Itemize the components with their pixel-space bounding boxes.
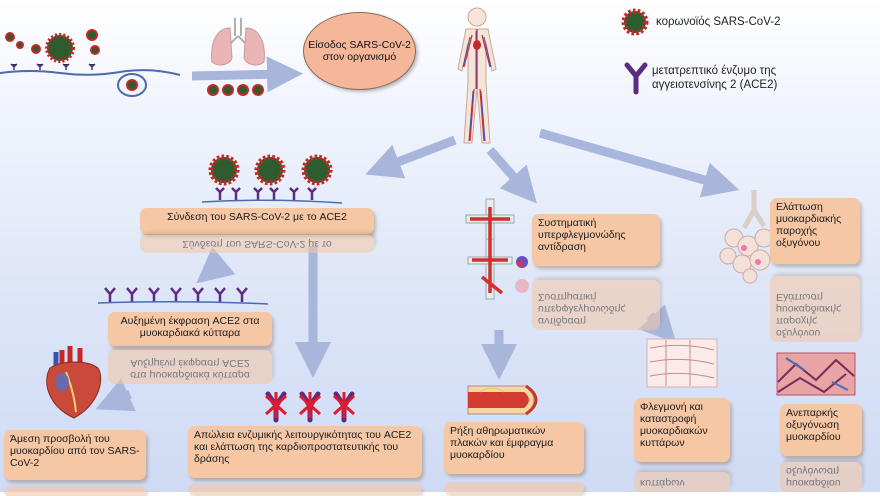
blood-vessel-icon xyxy=(465,198,515,300)
expression-reflection: στα μυοκαρδιακά κύτταρα Αυξημένη έκφραση… xyxy=(108,350,272,384)
oxygen-reflection: οξυγόνου παροχής μυοκαρδιακής Ελάττωση xyxy=(770,276,860,342)
ace2-membrane-row xyxy=(97,287,269,305)
legend-ace2-label: μετατρεπτικό ένζυμο της αγγειοτενσίνης 2… xyxy=(652,65,778,91)
loss-reflection-strip xyxy=(188,484,422,494)
arrow-to-systemic xyxy=(486,147,537,204)
hypoxia-reflection: μυοκαρδίου οξυγόνωση xyxy=(780,462,862,492)
inflammation-reflection-text: κυττάρων xyxy=(640,477,685,489)
lungs-icon xyxy=(211,18,265,66)
virus-legend-icon xyxy=(621,8,649,36)
arrow-to-binding xyxy=(365,135,457,179)
hypoxia-box: Ανεπαρκής οξυγόνωση μυοκαρδίου xyxy=(780,404,862,456)
loss-text: Απώλεια ενζυμικής λειτουργικότητας του A… xyxy=(194,429,412,465)
heart-icon xyxy=(46,346,102,419)
expression-box: Αυξημένη έκφραση ACE2 στα μυοκαρδιακά κύ… xyxy=(108,312,272,346)
legend-virus-label: κορωνοϊός SARS-CoV-2 xyxy=(656,16,781,28)
entry-ellipse: Είσοδος SARS-CoV-2 στον οργανισμό xyxy=(303,12,416,90)
hypoxia-text: Ανεπαρκής οξυγόνωση μυοκαρδίου xyxy=(786,407,841,443)
plaque-box: Ρήξη αθηρωματικών πλακών και έμφραγμα μυ… xyxy=(444,422,584,474)
binding-text: Σύνδεση του SARS-CoV-2 με το ACE2 xyxy=(167,211,347,223)
direct-reflection-strip xyxy=(4,486,146,496)
inflammation-box: Φλεγμονή και καταστροφή μυοκαρδιακών κυτ… xyxy=(634,398,730,462)
plaque-text: Ρήξη αθηρωματικών πλακών και έμφραγμα μυ… xyxy=(450,425,554,461)
alveoli-icon xyxy=(719,190,774,284)
systemic-box: Συστηματική υπερφλεγμονώδης αντίδραση xyxy=(532,214,660,266)
expression-text: Αυξημένη έκφραση ACE2 στα μυοκαρδιακά κύ… xyxy=(120,315,260,339)
hypoxia-reflection-text: μυοκαρδίου οξυγόνωση xyxy=(786,465,841,489)
myocardium-tissue-icon xyxy=(646,338,718,388)
virus-icon xyxy=(45,33,75,63)
inflammation-reflection: κυττάρων xyxy=(634,472,730,492)
ace2-receptor-icon xyxy=(624,62,648,95)
entry-label: Είσοδος SARS-CoV-2 στον οργανισμό xyxy=(308,38,411,64)
plaque-artery-icon xyxy=(467,384,538,416)
direct-text: Άμεση προσβολή του μυοκαρδίου από τον SA… xyxy=(10,433,140,469)
systemic-reflection-text: αντίδραση υπερφλεγμονώδης Συστηματική xyxy=(538,291,626,327)
hypoxic-tissue-icon xyxy=(776,352,856,396)
plaque-reflection-strip xyxy=(444,482,584,494)
binding-reflection-text: Σύνδεση του SARS-CoV-2 με το xyxy=(182,238,332,250)
blood-cells-icon xyxy=(515,256,529,293)
oxygen-reflection-text: οξυγόνου παροχής μυοκαρδιακής Ελάττωση xyxy=(776,291,842,339)
expression-reflection-text: στα μυοκαρδιακά κύτταρα Αυξημένη έκφραση… xyxy=(130,357,250,381)
direct-box: Άμεση προσβολή του μυοκαρδίου από τον SA… xyxy=(4,430,146,480)
oxygen-box: Ελάττωση μυοκαρδιακής παροχής οξυγόνου xyxy=(770,198,860,264)
human-circulatory-icon xyxy=(457,7,497,144)
cell-membrane-scene xyxy=(0,29,181,97)
binding-reflection: Σύνδεση του SARS-CoV-2 με το xyxy=(140,235,374,253)
arrow-to-oxygen xyxy=(538,128,740,198)
virus-binding-scene xyxy=(201,154,343,204)
arrow-to-entry xyxy=(191,56,303,93)
small-viruses-row xyxy=(207,84,264,96)
cross-mark-icon xyxy=(264,391,356,423)
binding-box: Σύνδεση του SARS-CoV-2 με το ACE2 xyxy=(140,208,374,234)
arrow-to-direct xyxy=(95,378,136,412)
oxygen-text: Ελάττωση μυοκαρδιακής παροχής οξυγόνου xyxy=(776,201,842,249)
systemic-reflection: αντίδραση υπερφλεγμονώδης Συστηματική xyxy=(532,280,660,330)
loss-box: Απώλεια ενζυμικής λειτουργικότητας του A… xyxy=(188,426,422,478)
arrow-to-expression xyxy=(196,246,236,284)
systemic-text: Συστηματική υπερφλεγμονώδης αντίδραση xyxy=(538,217,626,253)
inflammation-text: Φλεγμονή και καταστροφή μυοκαρδιακών κυτ… xyxy=(640,401,708,449)
